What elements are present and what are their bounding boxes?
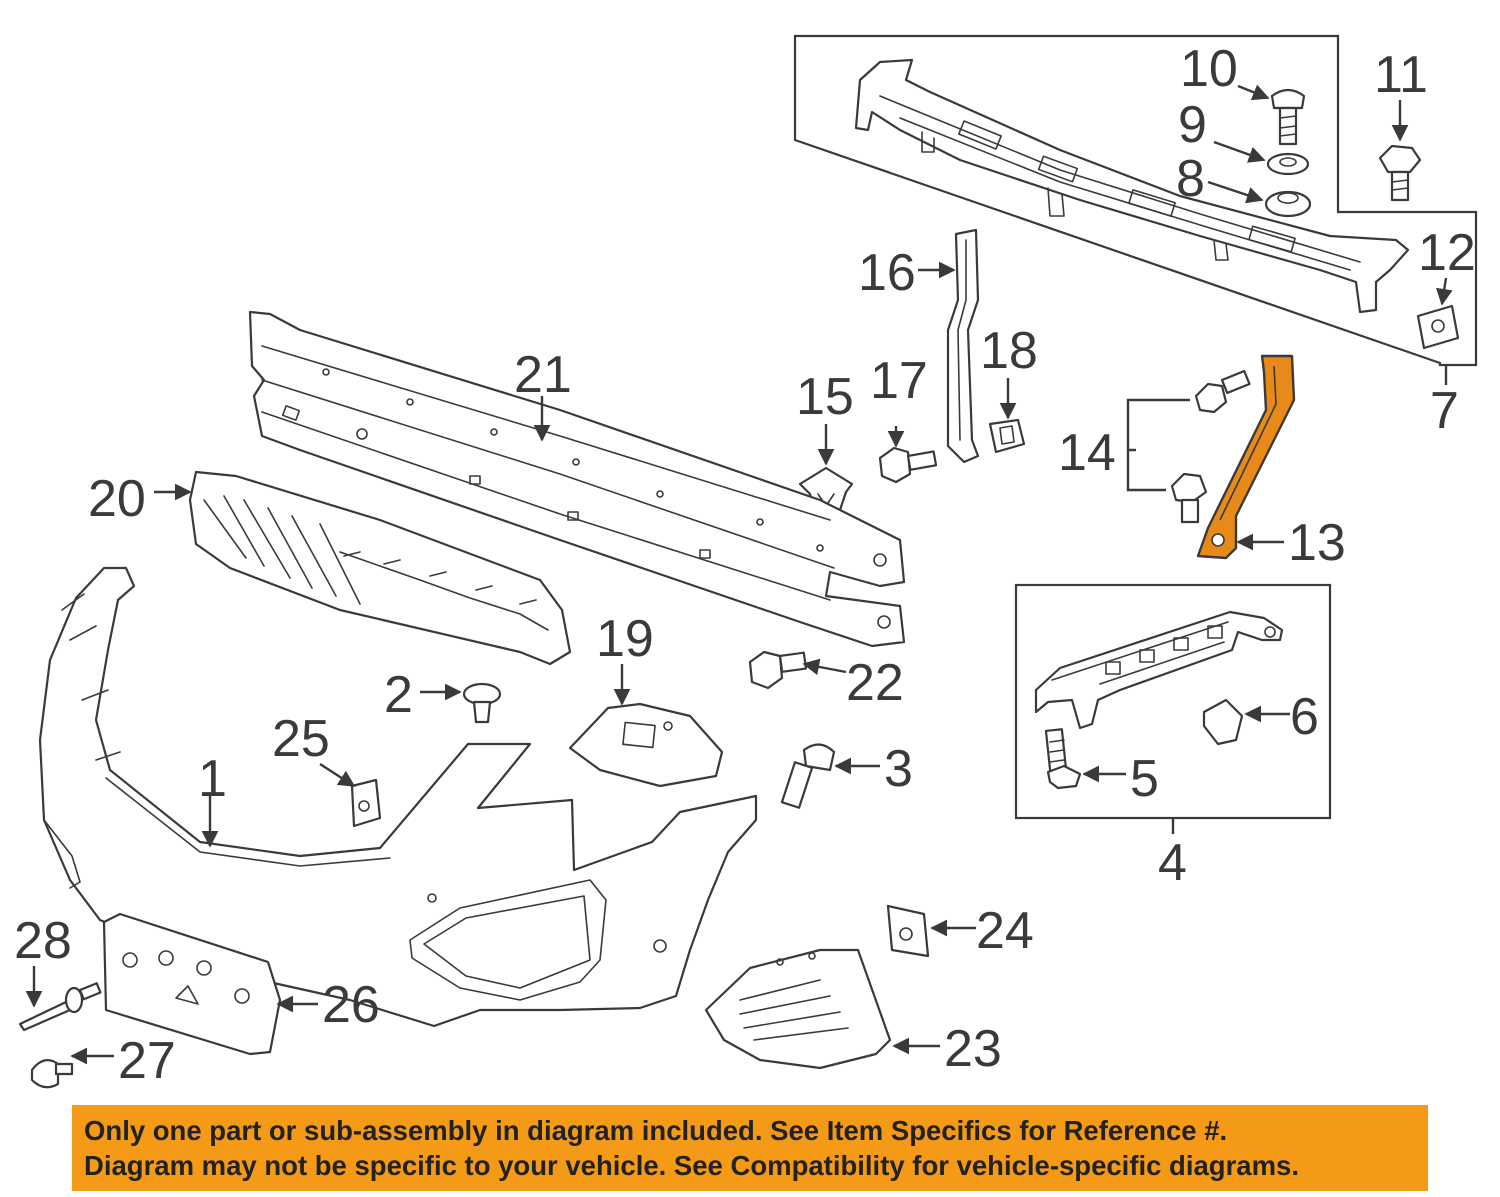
bolt-5-part — [1044, 728, 1082, 790]
callout-26: 26 — [322, 976, 380, 1034]
callout-9: 9 — [1178, 96, 1207, 154]
energy-absorber-20-part — [188, 470, 572, 666]
bracket-16-part — [946, 228, 980, 464]
washer-8-part — [1264, 190, 1312, 218]
callout-3: 3 — [884, 740, 913, 798]
washer-9-part — [1266, 152, 1310, 176]
callout-20: 20 — [88, 470, 146, 528]
callout-25: 25 — [272, 710, 330, 768]
rivet-28-part — [18, 982, 102, 1032]
callout-16: 16 — [858, 244, 916, 302]
callout-21: 21 — [514, 346, 572, 404]
bolt-3-part — [780, 743, 836, 809]
disclaimer-line-1: Only one part or sub-assembly in diagram… — [84, 1115, 1228, 1146]
callout-12: 12 — [1418, 224, 1476, 282]
callout-5: 5 — [1130, 750, 1159, 808]
callout-1: 1 — [198, 750, 227, 808]
nut-18-part — [988, 418, 1026, 454]
callout-11: 11 — [1374, 46, 1428, 104]
bolt-14-upper-part — [1194, 369, 1251, 414]
disclaimer-banner: Only one part or sub-assembly in diagram… — [72, 1105, 1428, 1191]
bracket-13-highlighted-part — [1196, 354, 1296, 560]
callout-18: 18 — [980, 322, 1038, 380]
clip-6-part — [1202, 698, 1244, 746]
clip-24-part — [886, 904, 930, 958]
callout-8: 8 — [1176, 150, 1205, 208]
bracket-19-part — [568, 702, 724, 788]
retainer-2-part — [462, 682, 502, 724]
bolt-27-part — [30, 1059, 74, 1089]
callout-14-bracket — [1126, 398, 1190, 492]
callout-24: 24 — [976, 902, 1034, 960]
clip-25-part — [350, 778, 382, 828]
leader-arrows — [25, 84, 1453, 1065]
callout-6: 6 — [1290, 688, 1319, 746]
callout-27: 27 — [118, 1032, 176, 1090]
bolt-17-part — [878, 446, 938, 484]
impact-bar-21-part — [248, 310, 906, 648]
callout-17: 17 — [870, 352, 928, 410]
callout-22: 22 — [846, 654, 904, 712]
clip-12-part — [1416, 304, 1460, 350]
disclaimer-line-2: Diagram may not be specific to your vehi… — [84, 1150, 1299, 1181]
upper-tie-bar-part — [854, 58, 1410, 314]
bolt-14-lower-part — [1170, 472, 1208, 524]
license-bracket-26-part — [102, 912, 282, 1056]
assembly-7-box — [793, 34, 1478, 367]
bolt-11-part — [1378, 144, 1422, 202]
callout-28: 28 — [14, 912, 72, 970]
callout-19: 19 — [596, 610, 654, 668]
callout-15: 15 — [796, 368, 854, 426]
side-bracket-part — [1034, 610, 1284, 730]
callout-7: 7 — [1430, 382, 1459, 440]
lower-grille-23-part — [704, 948, 892, 1070]
callout-14: 14 — [1058, 424, 1116, 482]
callout-13: 13 — [1288, 514, 1346, 572]
bolt-22-part — [748, 650, 808, 690]
callout-23: 23 — [944, 1020, 1002, 1078]
bolt-10-part — [1270, 88, 1306, 146]
callout-10: 10 — [1180, 40, 1238, 98]
callout-4: 4 — [1158, 834, 1187, 892]
callout-2: 2 — [384, 666, 413, 724]
